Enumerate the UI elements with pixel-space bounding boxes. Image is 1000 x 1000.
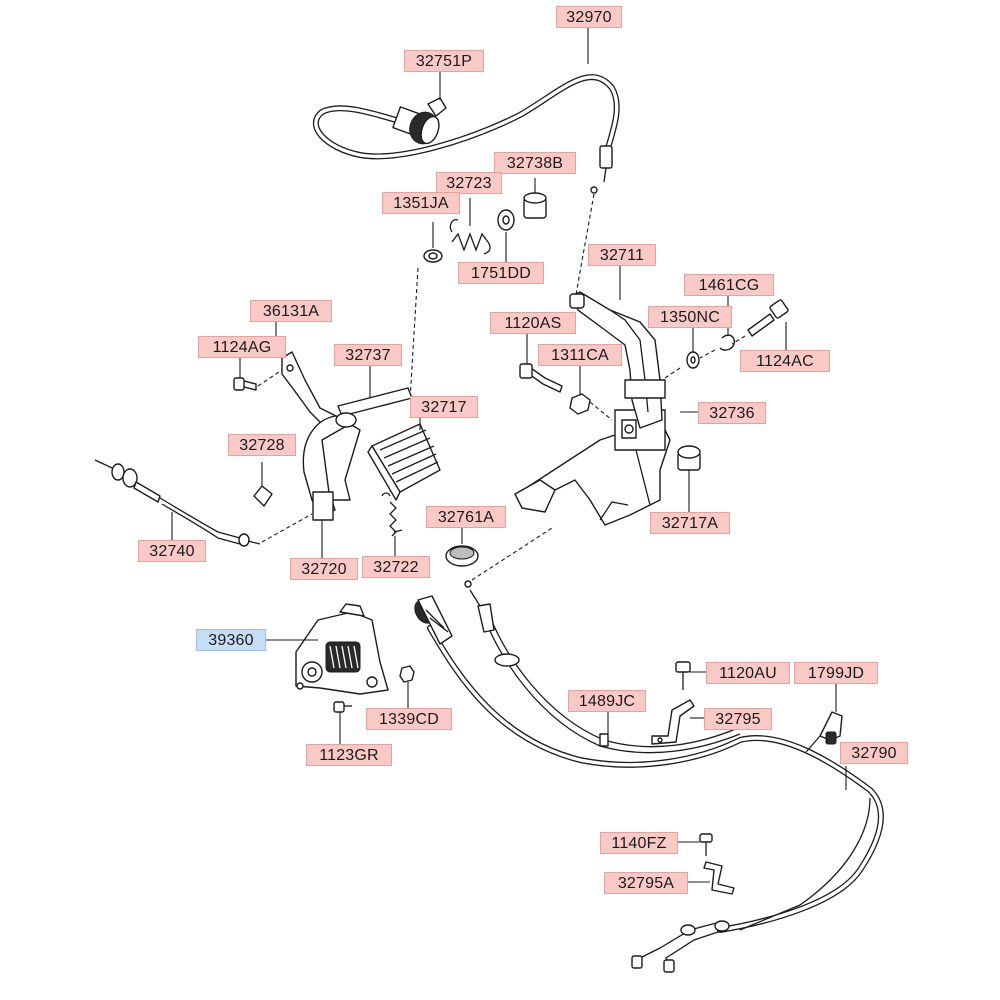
spring-32723 [449, 198, 491, 255]
bracket-32736 [514, 409, 671, 526]
label-32723[interactable]: 32723 [436, 172, 502, 194]
label-32740[interactable]: 32740 [138, 540, 206, 562]
bushing-32738B [523, 178, 547, 219]
pedal-arm-32720 [302, 412, 361, 560]
label-1751DD[interactable]: 1751DD [458, 262, 544, 284]
bracket-32795 [651, 699, 706, 745]
clip-1351JA [409, 222, 443, 401]
label-1350NC[interactable]: 1350NC [648, 306, 732, 328]
label-32790[interactable]: 32790 [840, 742, 908, 764]
label-36131A[interactable]: 36131A [250, 300, 332, 322]
bolt-1124AG [233, 356, 283, 391]
label-1351JA[interactable]: 1351JA [382, 192, 460, 214]
label-1339CD[interactable]: 1339CD [366, 708, 452, 730]
mechanism-39360 [266, 603, 389, 695]
bolt-1123GR [333, 701, 352, 744]
label-1489JC[interactable]: 1489JC [568, 690, 646, 712]
label-1311CA[interactable]: 1311CA [538, 344, 622, 366]
stopper-32717A [677, 445, 701, 512]
label-32970[interactable]: 32970 [556, 6, 622, 28]
cable-32740 [94, 459, 313, 547]
lever-32711 [569, 291, 666, 429]
label-32795[interactable]: 32795 [704, 708, 772, 730]
label-32751P[interactable]: 32751P [404, 50, 484, 72]
screw-1140FZ [678, 833, 713, 856]
label-32795A[interactable]: 32795A [604, 872, 688, 894]
nut-1339CD [399, 665, 415, 708]
shaft-32737 [337, 366, 413, 417]
cap-32728 [253, 462, 273, 507]
label-32761A[interactable]: 32761A [426, 506, 506, 528]
washer-1350NC [664, 328, 700, 379]
plug-32761A [445, 545, 479, 567]
label-32722[interactable]: 32722 [362, 556, 430, 578]
label-1461CG[interactable]: 1461CG [684, 274, 774, 296]
cable-32970 [313, 74, 620, 301]
spring-32722 [381, 492, 403, 558]
label-32711[interactable]: 32711 [588, 244, 656, 266]
label-1120AU[interactable]: 1120AU [706, 662, 790, 684]
bolt-1120AU [675, 661, 708, 690]
label-1120AS[interactable]: 1120AS [490, 312, 576, 334]
washer-1751DD [497, 209, 515, 262]
label-32717A[interactable]: 32717A [650, 512, 730, 534]
label-1799JD[interactable]: 1799JD [794, 662, 878, 684]
knob-32751P [392, 97, 447, 145]
label-32737[interactable]: 32737 [334, 344, 402, 366]
label-39360[interactable]: 39360 [196, 629, 266, 651]
label-1124AG[interactable]: 1124AG [198, 336, 286, 358]
nut-1311CA [569, 366, 613, 421]
pedal-pad-32717 [367, 418, 441, 501]
bracket-32795A [688, 861, 735, 895]
label-32738B[interactable]: 32738B [494, 152, 576, 174]
clip-1799JD [805, 684, 843, 753]
label-1124AC[interactable]: 1124AC [740, 350, 830, 372]
label-1123GR[interactable]: 1123GR [306, 744, 392, 766]
pin-1 [464, 580, 472, 588]
guide-line-1 [471, 527, 553, 581]
label-32720[interactable]: 32720 [290, 558, 358, 580]
bolt-1124AC [731, 299, 789, 350]
cable-32790 [414, 589, 884, 973]
label-32736[interactable]: 32736 [698, 402, 766, 424]
bolt-1120AS [519, 333, 563, 393]
label-1140FZ[interactable]: 1140FZ [600, 832, 678, 854]
label-32728[interactable]: 32728 [228, 434, 296, 456]
label-32717[interactable]: 32717 [410, 396, 478, 418]
